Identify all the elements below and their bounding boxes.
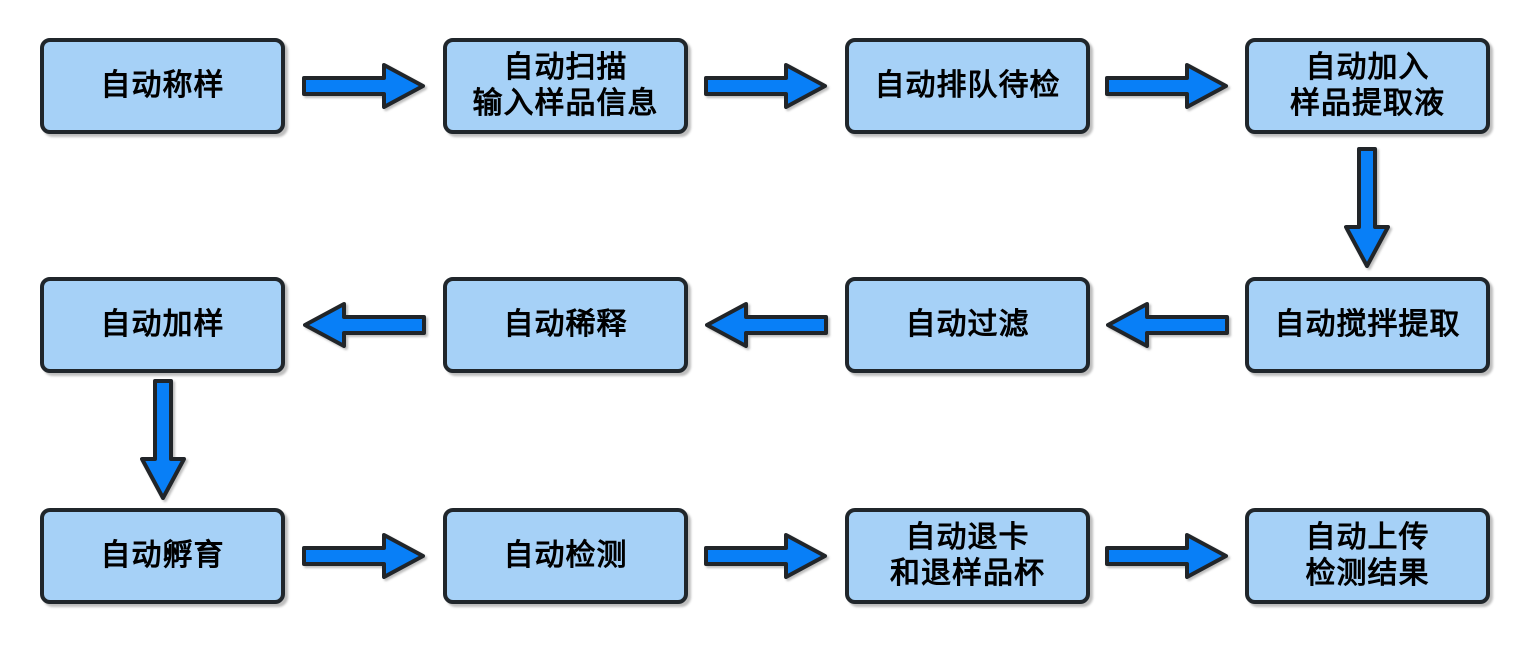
stage-box-auto-stir-extract: 自动搅拌提取 [1245, 277, 1490, 373]
stage-box-auto-add-extraction-solution: 自动加入 样品提取液 [1245, 38, 1490, 134]
flow-arrow-6-left [703, 299, 829, 351]
stage-label: 自动排队待检 [874, 68, 1061, 103]
right-arrow-icon [704, 533, 827, 579]
stage-label: 自动搅拌提取 [1274, 307, 1461, 342]
flow-arrow-2-right [703, 60, 829, 112]
right-arrow-icon [1105, 63, 1228, 109]
left-arrow-icon [303, 302, 426, 348]
flow-arrow-1-right [301, 60, 427, 112]
stage-box-auto-detect: 自动检测 [443, 508, 688, 604]
right-arrow-icon [302, 63, 425, 109]
flow-arrow-11-right [1104, 530, 1230, 582]
stage-box-auto-filter: 自动过滤 [845, 277, 1090, 373]
stage-box-auto-scan-input-sample-info: 自动扫描 输入样品信息 [443, 38, 688, 134]
flow-arrow-9-right [301, 530, 427, 582]
stage-label: 自动过滤 [905, 307, 1030, 342]
stage-label: 自动上传 检测结果 [1305, 520, 1430, 591]
stage-box-auto-dilute: 自动稀释 [443, 277, 688, 373]
stage-label: 自动稀释 [503, 307, 628, 342]
stage-label: 自动孵育 [100, 538, 225, 573]
stage-box-auto-incubate: 自动孵育 [40, 508, 285, 604]
right-arrow-icon [1105, 533, 1228, 579]
flow-arrow-7-left [301, 299, 427, 351]
flow-arrow-8-down [137, 378, 189, 502]
stage-label: 自动加入 样品提取液 [1290, 50, 1445, 121]
down-arrow-icon [140, 379, 186, 500]
right-arrow-icon [704, 63, 827, 109]
stage-label: 自动检测 [503, 538, 628, 573]
left-arrow-icon [1106, 302, 1229, 348]
right-arrow-icon [302, 533, 425, 579]
down-arrow-icon [1344, 147, 1390, 268]
stage-box-auto-queue-for-testing: 自动排队待检 [845, 38, 1090, 134]
left-arrow-icon [705, 302, 828, 348]
flow-arrow-4-down [1341, 146, 1393, 270]
flow-arrow-5-left [1104, 299, 1230, 351]
stage-label: 自动加样 [100, 307, 225, 342]
flow-arrow-3-right [1104, 60, 1230, 112]
flow-arrow-10-right [703, 530, 829, 582]
stage-box-auto-sample-loading: 自动加样 [40, 277, 285, 373]
stage-box-auto-upload-results: 自动上传 检测结果 [1245, 508, 1490, 604]
stage-label: 自动扫描 输入样品信息 [472, 50, 659, 121]
stage-label: 自动称样 [100, 68, 225, 103]
stage-box-auto-eject-card-and-sample-cup: 自动退卡 和退样品杯 [845, 508, 1090, 604]
stage-label: 自动退卡 和退样品杯 [890, 520, 1045, 591]
stage-box-auto-weighing: 自动称样 [40, 38, 285, 134]
